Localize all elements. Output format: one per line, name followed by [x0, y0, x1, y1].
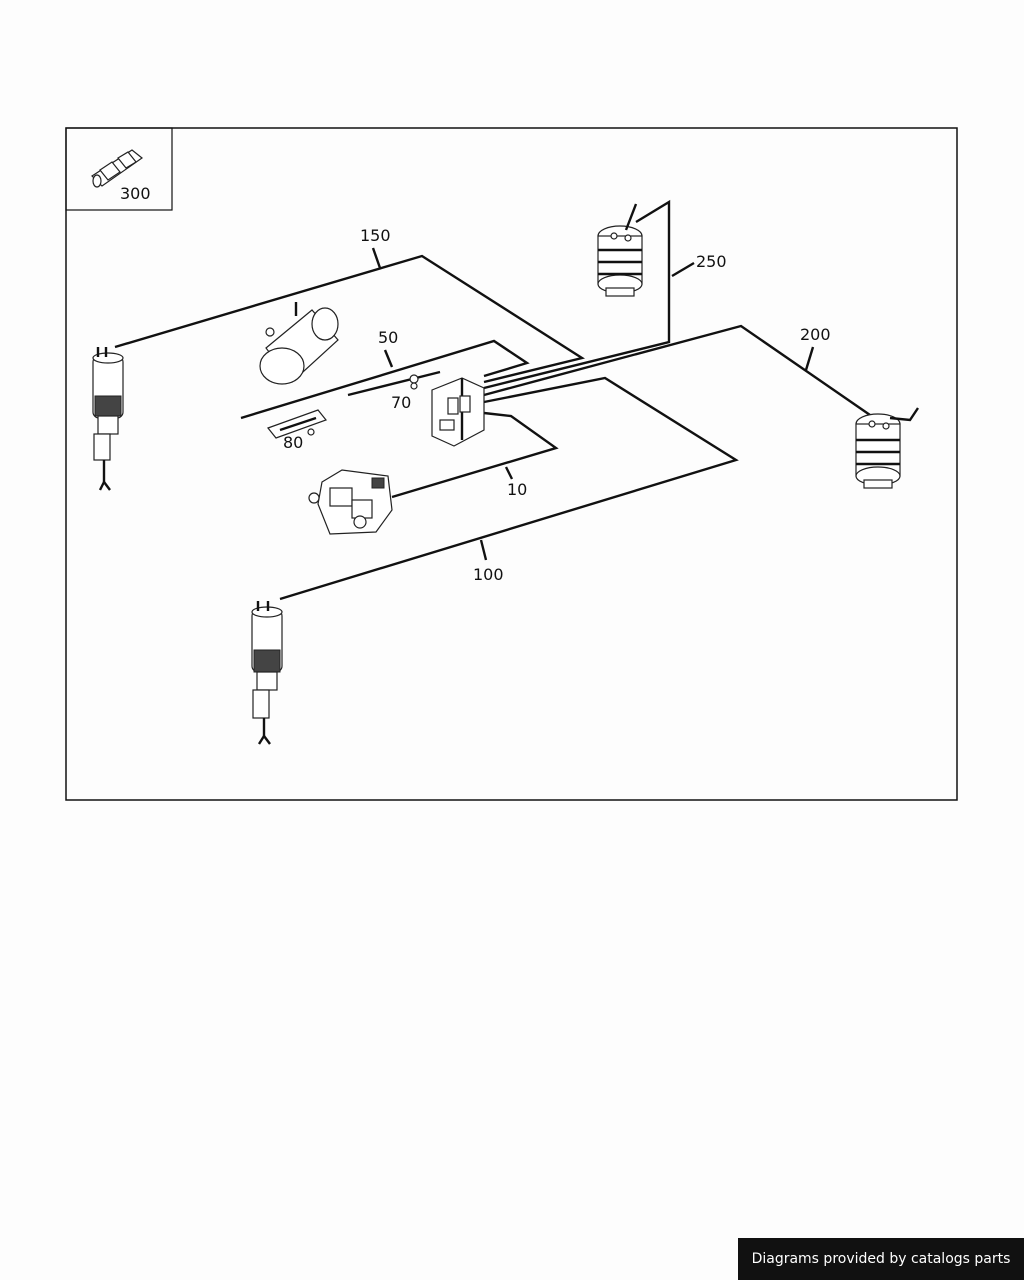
bracket-80[interactable] [267, 409, 327, 439]
callout-10: 10 [507, 480, 527, 499]
inset-frame [65, 127, 173, 211]
callout-50: 50 [378, 328, 398, 347]
callout-70: 70 [391, 393, 411, 412]
diagram-frame [65, 127, 958, 801]
callout-300: 300 [120, 184, 151, 203]
compressor-10[interactable] [308, 469, 393, 535]
rear-air-bellow-200[interactable] [855, 407, 919, 489]
connector-70[interactable] [409, 374, 419, 390]
callout-100: 100 [473, 565, 504, 584]
callout-200: 200 [800, 325, 831, 344]
callout-150: 150 [360, 226, 391, 245]
connector-fitting-300[interactable] [91, 149, 144, 188]
front-left-air-strut-150[interactable] [92, 347, 124, 491]
callout-80: 80 [283, 433, 303, 452]
valve-block[interactable] [431, 377, 485, 447]
air-reservoir-50[interactable] [259, 302, 339, 385]
front-right-air-strut-100[interactable] [251, 601, 283, 745]
leader-lines [114, 199, 871, 601]
diagram-credit: Diagrams provided by catalogs parts [738, 1238, 1024, 1280]
callout-250: 250 [696, 252, 727, 271]
rear-air-bellow-250[interactable] [597, 203, 643, 297]
